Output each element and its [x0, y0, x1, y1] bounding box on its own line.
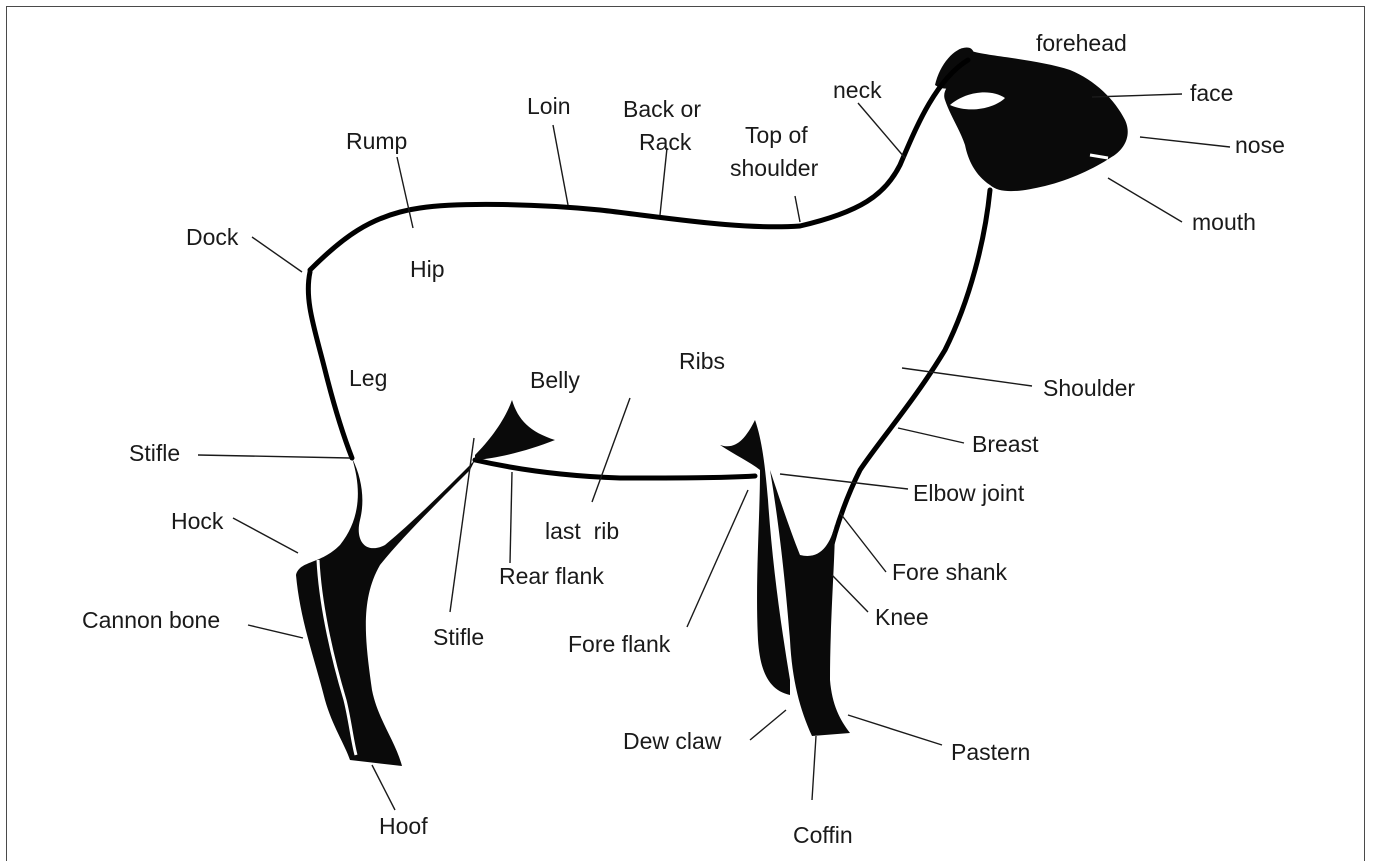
label-breast: Breast	[972, 431, 1039, 457]
rear-flank-tuft	[475, 400, 555, 460]
leader-knee	[832, 575, 868, 612]
leader-pastern	[848, 715, 942, 745]
label-last-rib: last rib	[545, 518, 619, 544]
leader-loin	[553, 125, 568, 205]
label-top-shoulder-line2: shoulder	[730, 155, 819, 181]
sheep-rump-outline	[308, 272, 352, 458]
label-belly: Belly	[530, 367, 580, 393]
label-neck: neck	[833, 77, 882, 103]
label-hoof: Hoof	[379, 813, 428, 839]
label-mouth: mouth	[1192, 209, 1256, 235]
label-coffin: Coffin	[793, 822, 853, 848]
label-face: face	[1190, 80, 1233, 106]
label-ribs: Ribs	[679, 348, 725, 374]
label-fore-flank: Fore flank	[568, 631, 671, 657]
fore-leg-front	[770, 470, 850, 736]
leader-last-rib	[592, 398, 630, 502]
label-leg: Leg	[349, 365, 387, 391]
leader-nose	[1140, 137, 1230, 147]
leader-stifle-left	[198, 455, 350, 458]
label-stifle-left: Stifle	[129, 440, 180, 466]
label-top-shoulder-line1: Top of	[745, 122, 808, 148]
label-hock: Hock	[171, 508, 224, 534]
leader-elbow	[780, 474, 908, 489]
leader-rear-flank	[510, 472, 512, 563]
label-rear-flank: Rear flank	[499, 563, 604, 589]
sheep-belly-outline	[475, 460, 755, 478]
label-fore-shank: Fore shank	[892, 559, 1008, 585]
fore-leg-rear	[720, 420, 790, 695]
leader-rump	[397, 157, 413, 228]
sheep-illustration	[296, 47, 1128, 766]
label-loin: Loin	[527, 93, 570, 119]
label-dock: Dock	[186, 224, 239, 250]
label-forehead: forehead	[1036, 30, 1127, 56]
label-back-line2: Rack	[639, 129, 692, 155]
label-rump: Rump	[346, 128, 407, 154]
label-pastern: Pastern	[951, 739, 1030, 765]
label-shoulder: Shoulder	[1043, 375, 1135, 401]
leader-dock	[252, 237, 302, 272]
leader-dew-claw	[750, 710, 786, 740]
leader-hoof	[372, 765, 395, 810]
label-dew-claw: Dew claw	[623, 728, 722, 754]
leader-cannon-bone	[248, 625, 303, 638]
leader-coffin	[812, 736, 816, 800]
leader-hock	[233, 518, 298, 553]
label-nose: nose	[1235, 132, 1285, 158]
label-back-line1: Back or	[623, 96, 701, 122]
leader-fore-flank	[687, 490, 748, 627]
leader-fore-shank	[840, 513, 886, 572]
leader-back	[660, 148, 667, 215]
leader-stifle-mid	[450, 438, 474, 612]
leader-top-shoulder	[795, 196, 800, 222]
sheep-head	[944, 51, 1128, 191]
leader-neck	[858, 103, 905, 158]
leader-breast	[898, 428, 964, 443]
leader-mouth	[1108, 178, 1182, 222]
label-cannon-bone: Cannon bone	[82, 607, 220, 633]
label-elbow-joint: Elbow joint	[913, 480, 1025, 506]
label-stifle-mid: Stifle	[433, 624, 484, 650]
label-hip: Hip	[410, 256, 445, 282]
label-knee: Knee	[875, 604, 929, 630]
